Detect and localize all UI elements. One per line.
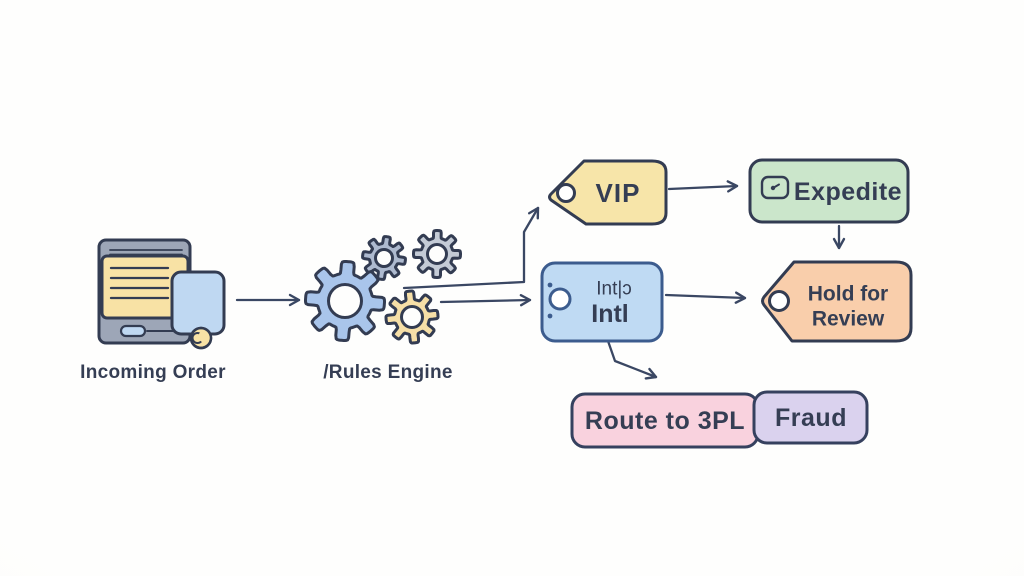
gear-steel xyxy=(361,235,407,281)
node-incoming-order: Incoming Order xyxy=(80,238,226,383)
order-documents-icon xyxy=(97,238,226,350)
node-hold-for-review: Hold for Review xyxy=(761,260,913,343)
order-footer-pill xyxy=(119,324,147,338)
clock-icon xyxy=(760,175,790,200)
intl-box-shape xyxy=(540,261,664,343)
fraud-label: Fraud xyxy=(775,404,847,432)
edges-layer xyxy=(235,180,846,380)
coin-outline xyxy=(189,326,213,350)
fraud-box-shape xyxy=(752,390,869,445)
node-rules-engine: /Rules Engine xyxy=(304,229,462,383)
edge-vip-to-expedite xyxy=(667,180,739,193)
coin-crescent-mask xyxy=(198,330,211,343)
incoming-order-label: Incoming Order xyxy=(80,362,226,383)
rules-engine-label: /Rules Engine xyxy=(323,362,453,383)
expedite-box-shape xyxy=(748,158,910,224)
node-intl: Int|ɔ Intl xyxy=(540,261,664,343)
node-vip: VIP xyxy=(548,159,668,226)
edge-rules-to-vip xyxy=(402,206,540,290)
order-document-lines xyxy=(109,266,170,300)
gear-yellow xyxy=(384,289,440,345)
node-route-to-3pl: Route to 3PL xyxy=(570,392,760,449)
gears-icon xyxy=(304,229,462,345)
edge-rules-to-intl xyxy=(439,294,532,307)
route-to-3pl-label: Route to 3PL xyxy=(585,407,745,435)
tag-hole-icon xyxy=(768,290,790,312)
edge-intl-to-hold xyxy=(664,291,747,304)
expedite-label: Expedite xyxy=(794,178,902,206)
gear-gray xyxy=(412,229,462,279)
hold-label-line2: Review xyxy=(812,308,885,331)
intl-label: Intl xyxy=(591,300,629,328)
edge-intl-to-route xyxy=(606,339,658,380)
tag-hole-icon xyxy=(556,183,576,203)
order-card xyxy=(170,270,226,336)
gear-blue xyxy=(304,260,386,342)
intl-dot xyxy=(547,313,553,319)
vip-tag-shape xyxy=(548,159,668,226)
intl-label-top: Int|ɔ xyxy=(596,279,632,300)
vip-label: VIP xyxy=(596,178,641,208)
tag-hole-icon xyxy=(548,287,572,311)
intl-dot xyxy=(547,282,553,288)
hold-label-line1: Hold for xyxy=(808,283,888,306)
node-expedite: Expedite xyxy=(748,158,910,224)
hold-tag-shape xyxy=(761,260,913,343)
node-fraud: Fraud xyxy=(752,390,869,445)
